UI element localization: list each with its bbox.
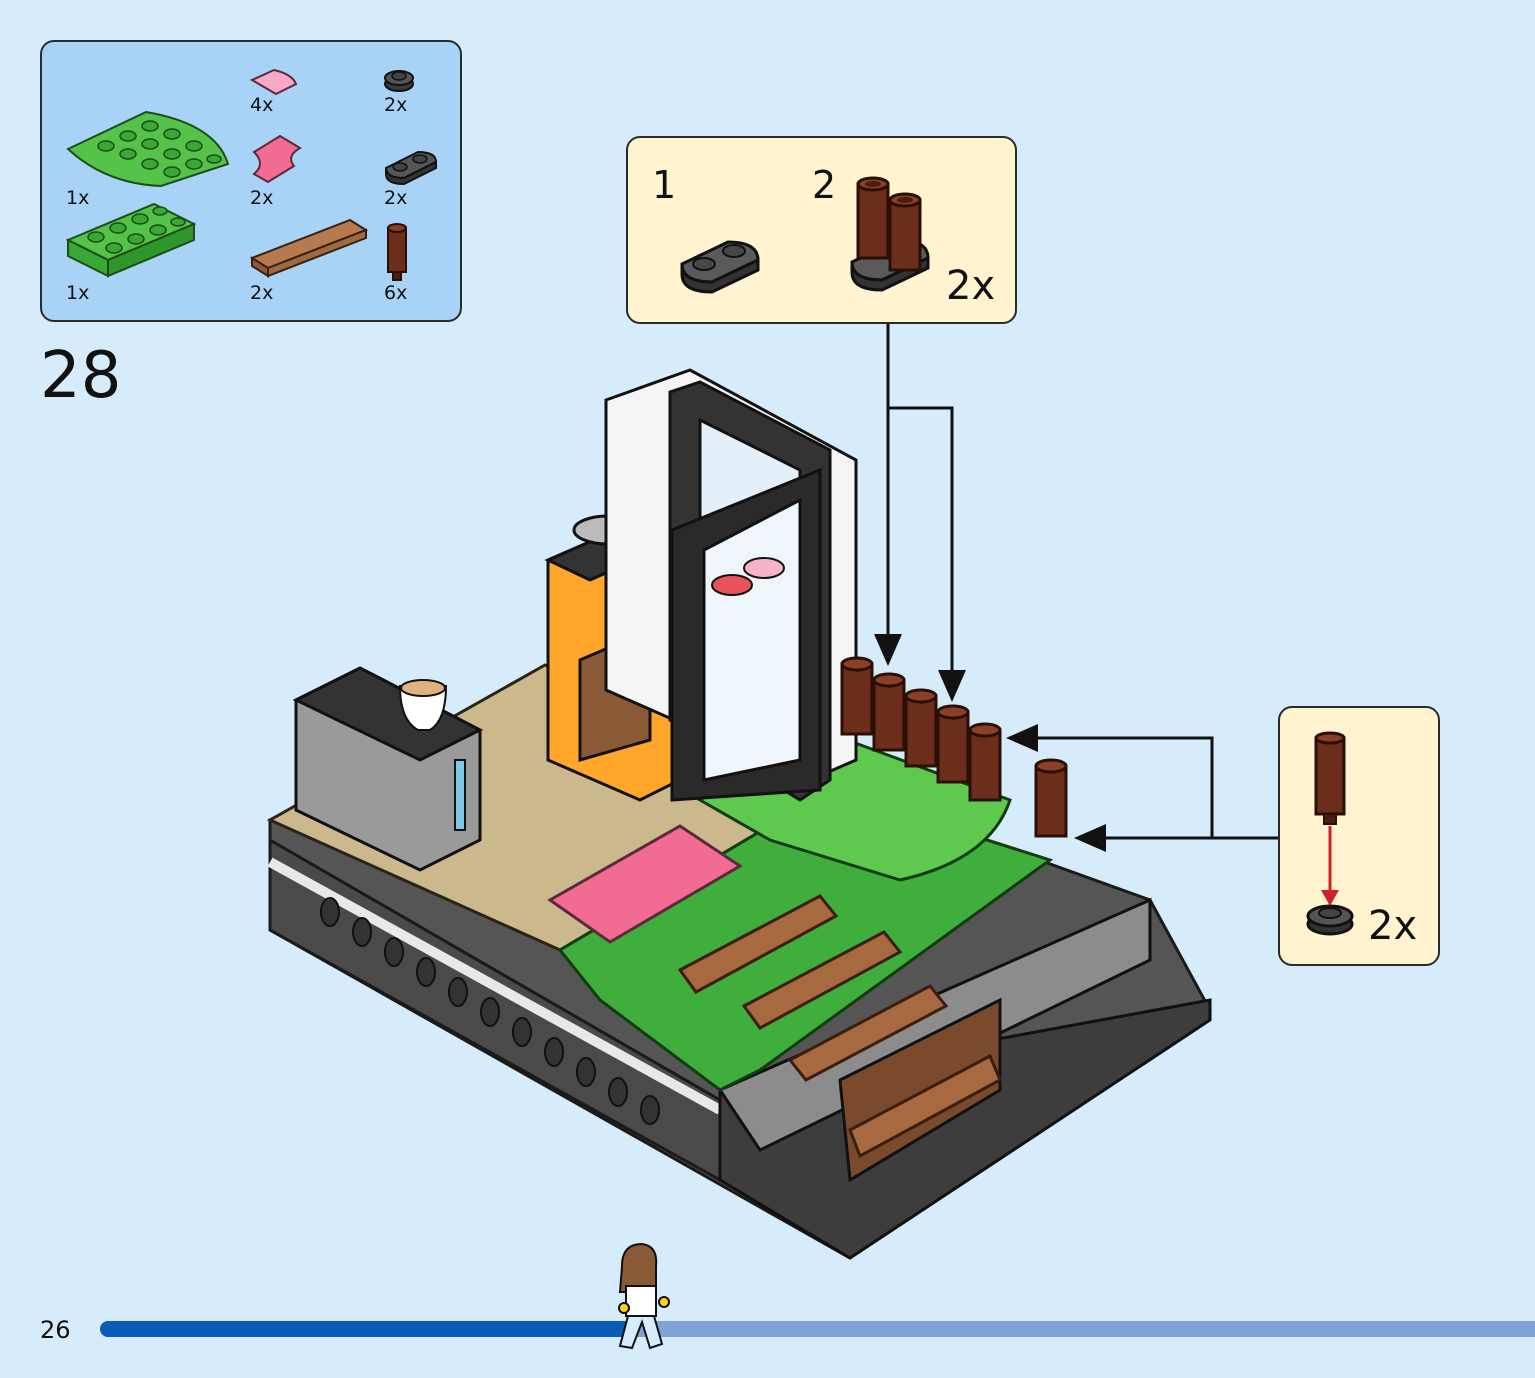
qty-label: 6x bbox=[384, 282, 408, 304]
dark-plate-1x2-icon bbox=[680, 240, 760, 294]
pink-quarter-tile-icon bbox=[249, 68, 298, 96]
step-number: 28 bbox=[40, 339, 122, 413]
pole-to-round-plate-icon bbox=[1306, 731, 1354, 936]
dark-round-plate-icon bbox=[384, 70, 414, 92]
pink-curved-tile-icon bbox=[252, 134, 302, 184]
sub-step-number: 2 bbox=[812, 163, 837, 207]
brown-tile-icon bbox=[249, 218, 369, 278]
sub-step-number: 1 bbox=[652, 163, 677, 207]
qty-label: 2x bbox=[384, 94, 408, 116]
qty-label: 4x bbox=[250, 94, 274, 116]
progress-fill bbox=[100, 1321, 631, 1337]
qty-label: 2x bbox=[250, 187, 274, 209]
pole-on-plate-icon bbox=[850, 176, 930, 292]
dark-plate-1x2-icon bbox=[384, 150, 438, 186]
sub-assembly-callout: 1 2 2x bbox=[626, 136, 1017, 324]
brown-pole-icon bbox=[387, 223, 407, 281]
page-number: 26 bbox=[40, 1316, 71, 1344]
minifigure-icon bbox=[618, 1242, 670, 1350]
green-plate-icon bbox=[65, 202, 197, 278]
parts-list-box: 1x 1x 4x 2x 2x 2x 2x 6x bbox=[40, 40, 462, 322]
repeat-count: 2x bbox=[1368, 903, 1418, 949]
green-quarter-round-plate-icon bbox=[66, 110, 230, 188]
qty-label: 2x bbox=[384, 187, 408, 209]
qty-label: 1x bbox=[66, 282, 90, 304]
qty-label: 1x bbox=[66, 187, 90, 209]
repeat-count: 2x bbox=[946, 263, 996, 309]
progress-bar bbox=[100, 1321, 1535, 1337]
side-callout: 2x bbox=[1278, 706, 1440, 966]
qty-label: 2x bbox=[250, 282, 274, 304]
